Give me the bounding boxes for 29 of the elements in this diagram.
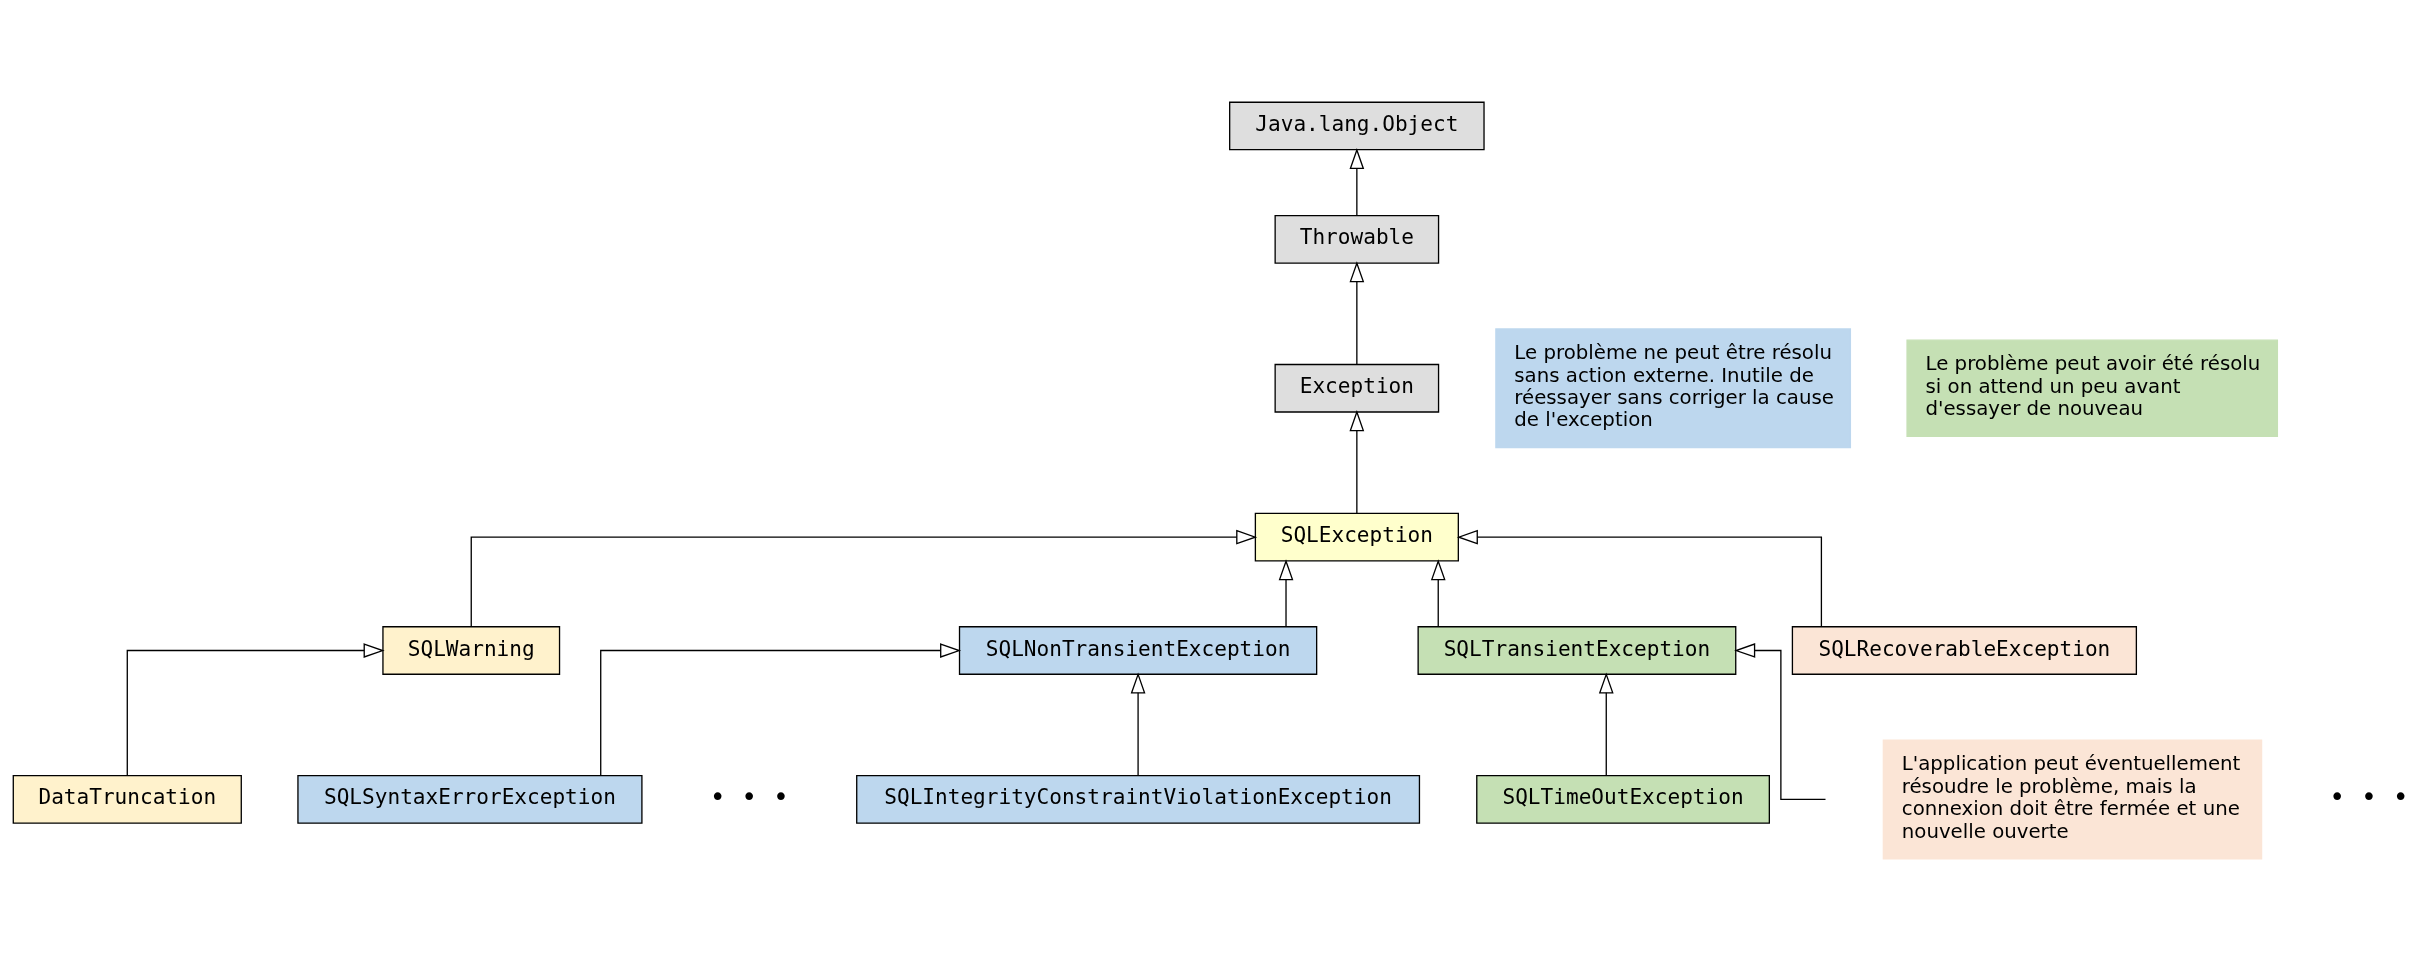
node-box: SQLWarning bbox=[382, 626, 561, 675]
arrow bbox=[1349, 148, 1365, 216]
node-box: L'application peut éventuellement résoudre le problème, mais la connexion doit être fermée et une nouvelle ouverte bbox=[1882, 739, 2263, 860]
arrow bbox=[1430, 559, 1446, 628]
node-box: Le problème ne peut être résolu sans action externe. Inutile de réessayer sans corriger la cause de l'exception bbox=[1495, 328, 1852, 449]
node-box: SQLIntegrityConstraintViolationException bbox=[856, 775, 1421, 824]
arrow bbox=[1130, 672, 1146, 777]
node-box: SQLRecoverableException bbox=[1791, 626, 2138, 675]
arrow bbox=[600, 643, 962, 777]
label: • • • bbox=[709, 782, 789, 813]
node-box: SQLNonTransientException bbox=[958, 626, 1318, 675]
node-box: Exception bbox=[1274, 363, 1440, 413]
node-box: SQLException bbox=[1254, 512, 1459, 562]
node-box: Le problème peut avoir été résolu si on attend un peu avant d'essayer de nouveau bbox=[1906, 339, 2279, 437]
node-box: SQLSyntaxErrorException bbox=[297, 775, 643, 824]
label: • • • bbox=[2329, 782, 2409, 813]
node-box: SQLTimeOutException bbox=[1476, 775, 1770, 824]
arrow bbox=[1734, 643, 1827, 801]
node-box: DataTruncation bbox=[12, 775, 242, 824]
node-box: SQLTransientException bbox=[1417, 626, 1737, 675]
arrow bbox=[1456, 529, 1823, 628]
arrow bbox=[1598, 672, 1614, 777]
arrow bbox=[1349, 410, 1365, 514]
arrow bbox=[470, 529, 1258, 628]
arrow bbox=[1278, 559, 1294, 628]
node-box: Java.lang.Object bbox=[1229, 101, 1485, 151]
node-box: Throwable bbox=[1274, 214, 1440, 264]
arrow bbox=[1349, 261, 1365, 365]
arrow bbox=[126, 643, 385, 777]
